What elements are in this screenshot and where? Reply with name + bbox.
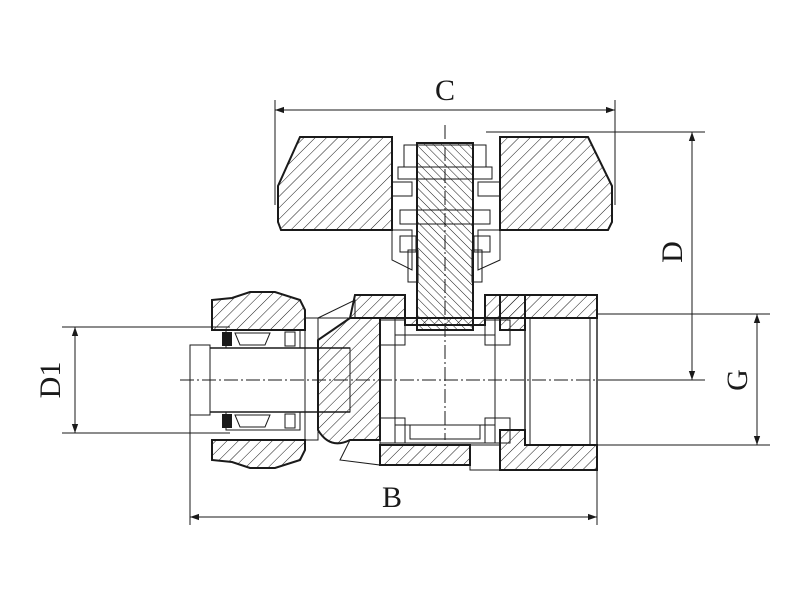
female-thread-end [469,294,598,471]
dimension-g: G [597,313,770,446]
label-b: B [382,481,402,514]
label-g: G [721,369,754,391]
label-c: C [435,74,455,107]
butterfly-handle [277,136,613,271]
dimension-d: D [486,131,705,381]
label-d1: D1 [34,362,67,399]
dimension-c: C [274,74,616,205]
stem-assembly [397,125,493,440]
label-d: D [656,241,689,263]
dimension-b: B [189,415,598,525]
dimension-d1: D1 [34,326,230,434]
